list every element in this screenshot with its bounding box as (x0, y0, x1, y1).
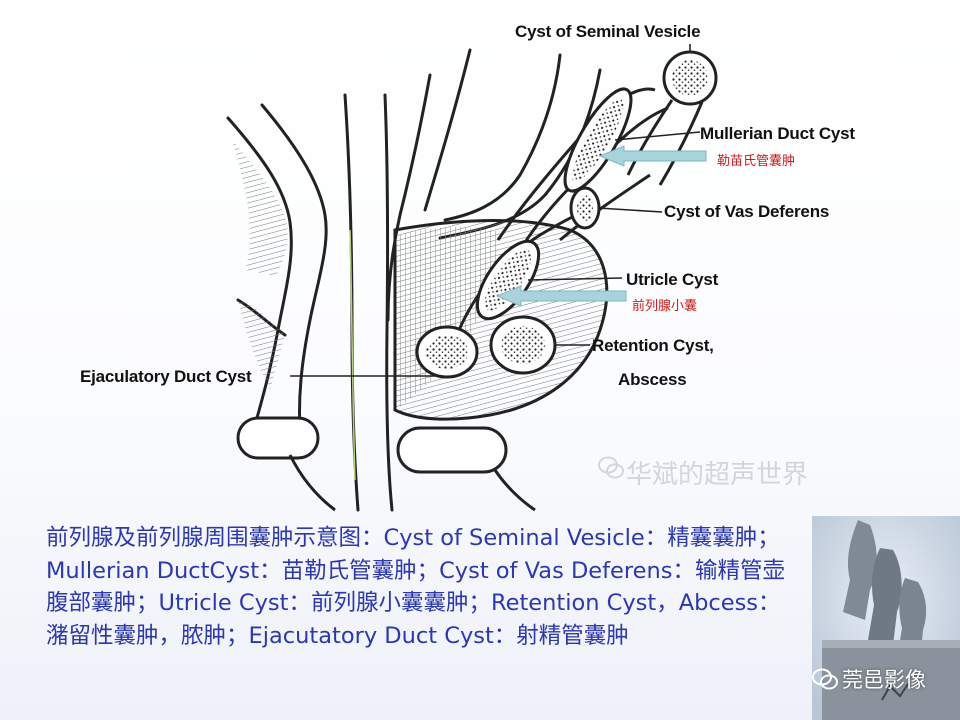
label-seminal-vesicle: Cyst of Seminal Vesicle (515, 22, 700, 42)
watermark-text: 华斌的超声世界 (626, 454, 808, 491)
caption: 前列腺及前列腺周围囊肿示意图：Cyst of Seminal Vesicle：精… (46, 522, 791, 652)
label-retention: Retention Cyst, (592, 336, 714, 356)
label-mullerian: Mullerian Duct Cyst (700, 124, 855, 144)
label-utricle: Utricle Cyst (626, 270, 718, 290)
label-utricle-cn: 前列腺小囊 (632, 295, 697, 314)
wechat-watermark-icon (598, 455, 624, 481)
wechat-brand-icon (812, 668, 838, 690)
label-abscess: Abscess (618, 370, 687, 390)
label-vas-deferens: Cyst of Vas Deferens (664, 202, 829, 222)
label-mullerian-cn: 勒苗氏管囊肿 (717, 150, 795, 169)
mullerian-arrow (600, 146, 706, 166)
label-ejaculatory: Ejaculatory Duct Cyst (80, 367, 252, 387)
brand-text: 莞邑影像 (842, 664, 926, 694)
